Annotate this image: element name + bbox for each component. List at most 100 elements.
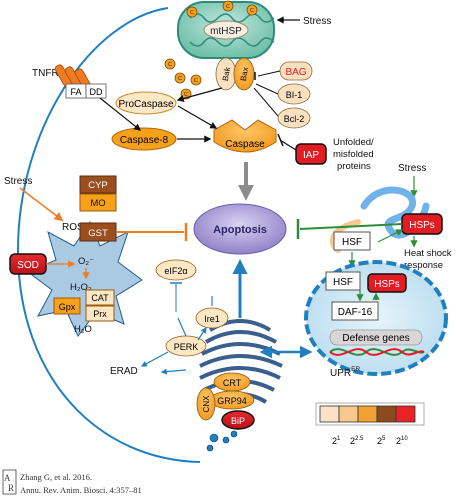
h2o2-label: H₂O₂	[70, 282, 92, 293]
legend-exp: 10	[401, 436, 408, 442]
cyto-c-label: C	[184, 92, 188, 98]
fa-label: FA	[70, 87, 81, 97]
legend-base: 2	[350, 436, 355, 446]
cyto-c-icon	[190, 74, 202, 86]
cyto-c-label: C	[250, 8, 254, 14]
bak-label: Bak	[221, 66, 232, 82]
cyto-c-label: C	[178, 76, 182, 82]
cyto-c-icon	[186, 6, 198, 18]
legend-label-2: 22.5	[350, 436, 364, 446]
bip-label: BiP	[231, 416, 245, 426]
upr-text: UPR	[330, 368, 351, 379]
tnfr-label: TNFR	[32, 68, 59, 79]
cyto-c-icon	[174, 72, 186, 84]
heat-shock-label-1: Heat shock	[404, 248, 452, 259]
prx-label: Prx	[93, 309, 107, 319]
cytochrome-c-group	[164, 0, 258, 100]
legend-swatch	[338, 405, 359, 423]
mthsp-label: mtHSP	[210, 26, 242, 37]
caspase8-label: Caspase-8	[120, 135, 169, 146]
legend-exp: 2.5	[355, 436, 364, 442]
apoptosis-node	[193, 203, 287, 255]
bax-node	[233, 57, 255, 91]
stress-right-label: Stress	[398, 163, 426, 174]
legend-base: 2	[377, 436, 382, 446]
ribosome-icon	[206, 430, 238, 452]
procaspase-node	[115, 91, 177, 115]
bip-node	[221, 410, 255, 430]
cyto-c-icon	[222, 0, 234, 12]
svg-text:R: R	[8, 483, 14, 493]
grp94-label: GRP94	[217, 396, 247, 406]
iap-label: IAP	[303, 150, 319, 161]
bcl2-label: Bcl-2	[284, 114, 305, 124]
caspase-label: Caspase	[225, 139, 265, 150]
caspase8-node	[111, 127, 177, 151]
bax-label: Bax	[239, 67, 250, 82]
cyp-node	[79, 175, 117, 194]
legend-label-1: 21	[332, 436, 341, 446]
legend-swatch	[395, 405, 416, 423]
legend-swatch	[319, 405, 340, 423]
legend-base: 2	[396, 436, 401, 446]
bcl2-node	[277, 107, 311, 129]
legend-swatch	[376, 405, 397, 423]
cyto-c-label: C	[168, 62, 172, 68]
cat-label: CAT	[91, 293, 109, 303]
mo-label: MO	[90, 198, 105, 209]
cyto-c-icon	[246, 4, 258, 16]
crt-label: CRT	[223, 378, 242, 388]
daf16-label: DAF-16	[338, 307, 373, 318]
mo-node	[79, 193, 117, 212]
bi1-label: BI-1	[286, 90, 303, 100]
legend-swatch	[357, 405, 378, 423]
legend-label-4: 210	[396, 436, 408, 446]
cnx-node	[196, 387, 216, 421]
gpx-label: Gpx	[59, 302, 76, 312]
bag-label: BAG	[285, 67, 306, 78]
prx-node	[85, 305, 115, 322]
citation-line-1: Zhang G, et al. 2016.	[20, 472, 92, 482]
legend-exp: 5	[382, 436, 386, 442]
eif2a-node	[155, 259, 197, 281]
svg-text:A: A	[4, 473, 11, 483]
hsf-nucleus-label: HSF	[333, 277, 353, 288]
legend-exp: 1	[337, 436, 341, 442]
cat-node	[85, 289, 115, 306]
iap-node	[295, 143, 327, 165]
cyto-c-label: C	[194, 78, 198, 84]
ire1-node	[195, 307, 229, 329]
daf16-node	[331, 301, 379, 321]
cyto-c-label: C	[190, 10, 194, 16]
o2-radical-label: O₂⁻	[78, 256, 94, 267]
defense-genes-label: Defense genes	[342, 333, 409, 344]
hsps-nucleus-label: HSPs	[374, 279, 400, 290]
cyto-c-label: C	[226, 4, 230, 10]
procaspase-label: ProCaspase	[118, 99, 173, 110]
annual-reviews-logo: A R	[2, 469, 17, 495]
citation-line-2: Annu. Rev. Anim. Biosci. 4:357–81	[20, 485, 142, 495]
ire1-label: Ire1	[204, 314, 220, 324]
endoplasmic-reticulum	[199, 319, 283, 404]
hsf-top-node	[333, 231, 371, 251]
mitochondrion: mtHSP	[177, 1, 275, 59]
unfolded-label-1: Unfolded/	[333, 137, 374, 148]
dd-box	[85, 83, 107, 99]
unfolded-label-2: misfolded	[333, 149, 374, 160]
cyp-label: CYP	[88, 180, 108, 191]
caspase-node	[213, 119, 277, 153]
cyto-c-icon	[164, 58, 176, 70]
stress-top-label: Stress	[303, 16, 331, 27]
cell-membrane	[16, 7, 201, 463]
perk-label: PERK	[174, 342, 199, 352]
erad-label: ERAD	[110, 366, 138, 377]
upr-label: UPRER	[330, 366, 360, 379]
gpx-node	[53, 297, 81, 315]
apoptosis-label: Apoptosis	[213, 224, 267, 236]
hsf-top-label: HSF	[342, 237, 362, 248]
dd-label: DD	[90, 87, 103, 97]
defense-genes-node	[329, 329, 423, 346]
upr-superscript: ER	[351, 366, 360, 373]
heat-shock-label-2: response	[404, 260, 443, 271]
